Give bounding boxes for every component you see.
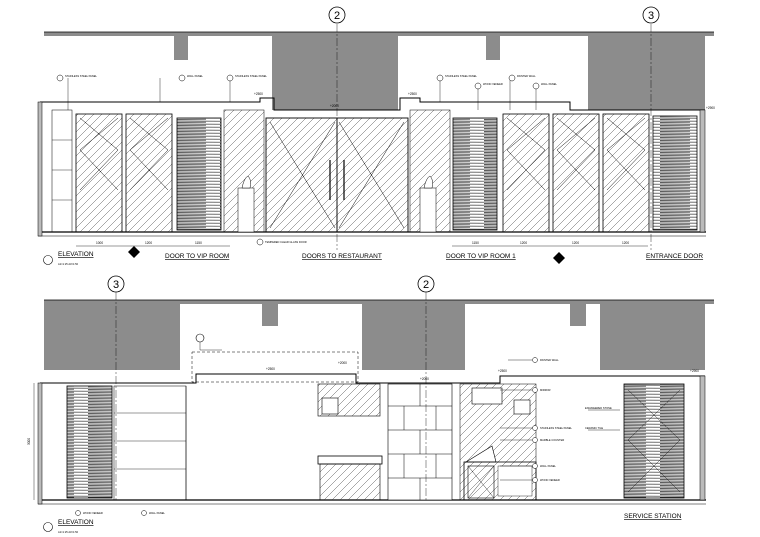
upper-note-8: TEMPERED CLEAR GLASS DOOR — [265, 240, 307, 244]
lower-wood-panel-right — [623, 383, 685, 499]
lower-note-2: STAINLESS STEEL PANEL — [540, 426, 573, 430]
label-entrance: ENTRANCE DOOR — [646, 253, 703, 260]
lower-elevation-title: ELEVATION — [58, 519, 94, 526]
grid-label-3-lower: 3 — [113, 279, 119, 291]
lower-note-9: WOOD VENEER — [83, 511, 103, 515]
lower-level-mid: +2500 — [266, 367, 275, 371]
label-service-station: SERVICE STATION — [624, 513, 682, 520]
upper-dim-5: 1200 — [520, 241, 527, 245]
upper-ceiling-line — [40, 97, 705, 111]
upper-note-2: WALL PANEL — [187, 74, 203, 78]
upper-dim-7: 1200 — [622, 241, 629, 245]
upper-note-1: STAINLESS STEEL PANEL — [65, 74, 98, 78]
upper-dim-6: 1200 — [572, 241, 579, 245]
upper-dim-2: 1200 — [145, 241, 152, 245]
upper-level-mid: +2500 — [254, 92, 263, 96]
lower-elevation: 3 2 3000 +2500 +2000 +2000 +2500 +2900 M… — [27, 275, 714, 534]
lower-note-7: CERAMIC TILE — [585, 426, 603, 430]
upper-elevation-scale: A1=1:25 A3=1:50 — [58, 262, 79, 266]
lower-level-top: +2900 — [690, 369, 699, 373]
upper-elevation: 2 3 STAINLESS STEEL PANEL WALL PANEL STA… — [37, 6, 715, 266]
lower-level-bot-2: +2000 — [420, 377, 429, 381]
lower-note-3: MARBLE COUNTER — [540, 438, 564, 442]
wood-panel-2 — [452, 117, 498, 231]
upper-dim-4: 1150 — [472, 241, 479, 245]
grid-bubble-2-lower — [417, 275, 435, 293]
grid-bubble-3-upper — [642, 6, 660, 24]
lower-wood-panel-left — [66, 385, 113, 499]
grid-bubble-3-lower — [107, 275, 125, 293]
label-door-vip: DOOR TO VIP ROOM — [165, 253, 229, 260]
upper-level-bot: +2000 — [330, 104, 339, 108]
service-station — [459, 383, 537, 501]
tile-column — [387, 383, 453, 501]
lower-note-6: ENGINEERED STONE — [585, 406, 612, 410]
lower-ceiling-slab — [44, 300, 714, 370]
upper-note-7: WALL PANEL — [541, 82, 557, 86]
lower-elevation-scale: A1=1:25 A3=1:50 — [58, 530, 79, 534]
upper-level-mid-2: +2500 — [408, 92, 417, 96]
grid-label-2-upper: 2 — [334, 10, 340, 22]
upper-note-3: STAINLESS STEEL PANEL — [235, 74, 268, 78]
upper-dim-3: 1150 — [195, 241, 202, 245]
grid-label-3-upper: 3 — [648, 10, 654, 22]
lower-note-8: PAINTED WALL — [540, 358, 559, 362]
vip-door-left — [75, 113, 173, 233]
wood-panel-1 — [176, 117, 222, 231]
lower-height-dim: 3000 — [27, 438, 31, 445]
vip-door-right — [502, 113, 650, 233]
label-door-vip-1: DOOR TO VIP ROOM 1 — [446, 253, 516, 260]
lower-note-5: WOOD VENEER — [540, 478, 560, 482]
label-doors-restaurant: DOORS TO RESTAURANT — [302, 253, 382, 260]
lower-note-1: MIRROR — [540, 388, 551, 392]
upper-dim-1: 1000 — [96, 241, 103, 245]
grid-label-2-lower: 2 — [423, 279, 429, 291]
lower-level-bot: +2000 — [338, 361, 347, 365]
lower-ceiling-line — [40, 373, 705, 384]
upper-note-4: STAINLESS STEEL PANEL — [445, 74, 478, 78]
lower-note-10: WALL PANEL — [149, 511, 165, 515]
upper-level-top: +2900 — [706, 106, 715, 110]
entrance-wood-panel — [652, 115, 698, 231]
grid-bubble-2-upper — [328, 6, 346, 24]
lower-level-mid-2: +2500 — [498, 369, 507, 373]
upper-note-5: WOOD VENEER — [483, 82, 503, 86]
upper-elevation-title: ELEVATION — [58, 251, 94, 258]
lower-note-4: WALL PANEL — [540, 464, 556, 468]
upper-ceiling-slab — [44, 32, 714, 110]
upper-note-6: PAINTED WALL — [517, 74, 536, 78]
